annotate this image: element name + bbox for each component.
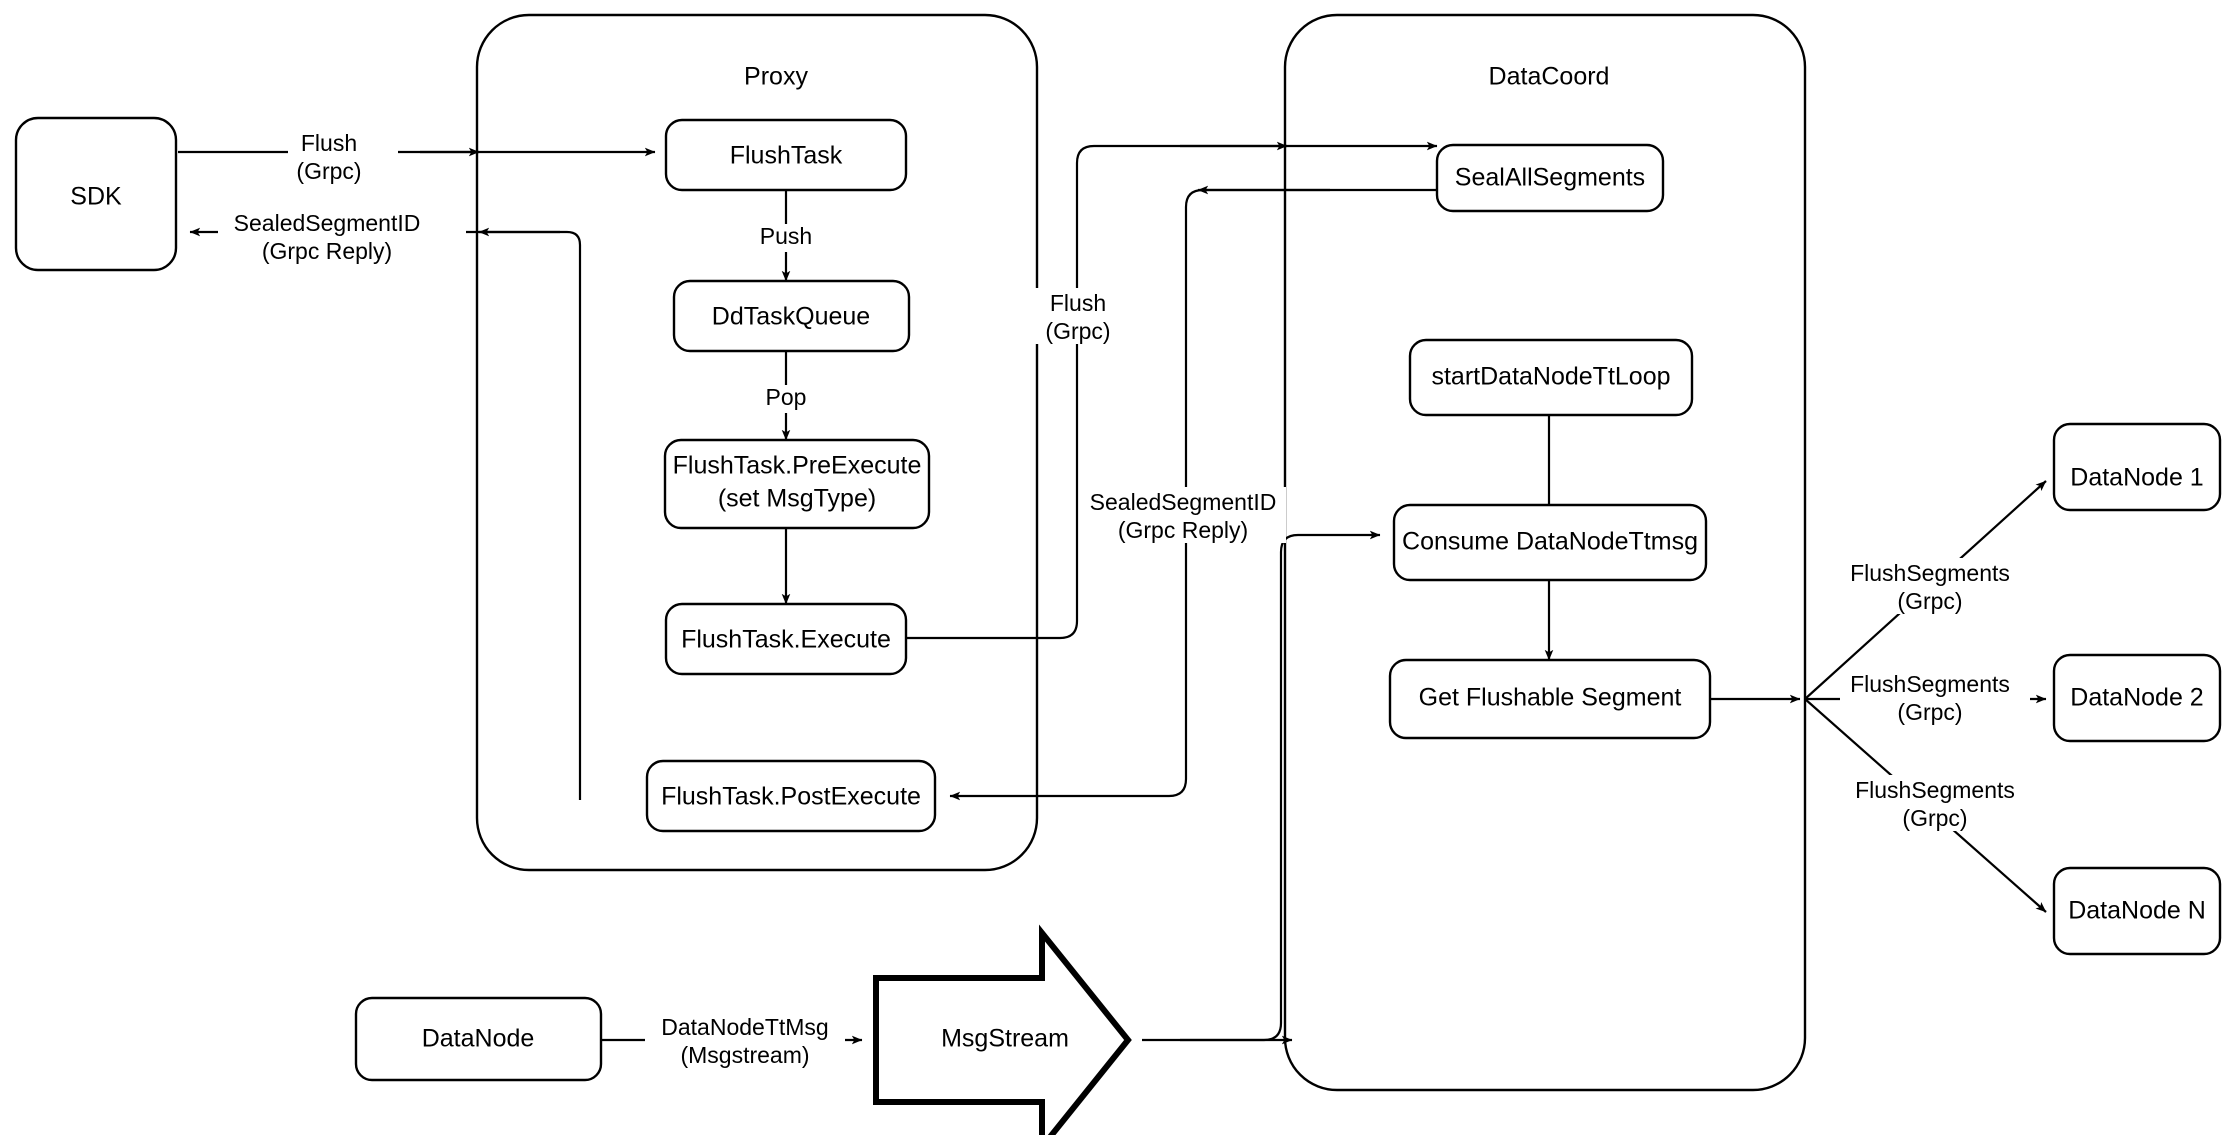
node-label-execute: FlushTask.Execute <box>681 626 891 654</box>
node-label-sealallsegments: SealAllSegments <box>1455 164 1645 192</box>
edge-label-datanodettmsg-line2: (Msgstream) <box>680 1042 809 1068</box>
node-label-sdk: SDK <box>70 183 122 211</box>
node-flushtask-preexecute[interactable] <box>663 438 931 530</box>
edge-label-flushsegments-1-line2: (Grpc) <box>1897 588 1962 614</box>
node-startdatanodettloop[interactable] <box>1408 338 1694 417</box>
node-flushtask[interactable] <box>664 118 908 192</box>
node-label-preexecute-line1: FlushTask.PreExecute <box>673 452 922 480</box>
node-consume-datanodettmsg[interactable] <box>1392 503 1708 582</box>
node-label-startdatanodettloop: startDataNodeTtLoop <box>1431 363 1670 391</box>
edge-label-bg-sealedsegmentid-right <box>1086 487 1286 543</box>
edge-label-flushsegments-n-line2: (Grpc) <box>1902 805 1967 831</box>
edge-label-proxy-to-sdk-line2: (Grpc Reply) <box>262 238 392 264</box>
edge-label-flushsegments-n-line1: FlushSegments <box>1855 777 2015 803</box>
edge-postexecute-to-sdk <box>189 227 582 800</box>
node-label-get-flushable-segment: Get Flushable Segment <box>1419 684 1682 712</box>
node-flushtask-execute[interactable] <box>664 602 908 676</box>
node-datanode-n[interactable] <box>2052 866 2222 956</box>
edge-label-sdk-to-proxy-line2: (Grpc) <box>296 158 361 184</box>
edge-label-bg-flush-grpc <box>288 128 398 184</box>
edge-execute-to-sealallsegments <box>906 141 1438 640</box>
node-sdk[interactable] <box>14 116 178 272</box>
edge-label-bg-flushsegments-2 <box>1840 669 2030 725</box>
edge-label-bg-pop <box>752 385 822 413</box>
edge-label-flushsegments-2-line1: FlushSegments <box>1850 671 2010 697</box>
edge-label-flushsegments-1-line1: FlushSegments <box>1850 560 2010 586</box>
node-label-ddtaskqueue: DdTaskQueue <box>712 303 870 331</box>
group-proxy-container <box>475 13 1039 872</box>
edge-label-datacoord-to-proxy-line1: SealedSegmentID <box>1090 489 1277 515</box>
edge-label-bg-flushsegments-n <box>1845 775 2035 831</box>
node-flushtask-postexecute[interactable] <box>645 759 937 833</box>
node-sealallsegments[interactable] <box>1435 143 1665 213</box>
edge-label-datacoord-to-proxy-line2: (Grpc Reply) <box>1118 517 1248 543</box>
edge-label-sdk-to-proxy-line1: Flush <box>301 130 357 156</box>
edge-label-bg-push <box>744 224 828 252</box>
edge-msgstream-to-consume <box>1142 530 1381 1042</box>
edge-label-bg-datanodettmsg <box>645 1012 845 1068</box>
node-msgstream[interactable] <box>873 924 1132 1135</box>
edge-label-push: Push <box>760 223 812 249</box>
node-label-preexecute-line2: (set MsgType) <box>718 485 876 513</box>
node-label-msgstream: MsgStream <box>941 1025 1069 1053</box>
node-label-datanode-1: DataNode 1 <box>2070 464 2203 492</box>
node-label-datanode-2: DataNode 2 <box>2070 684 2203 712</box>
node-get-flushable-segment[interactable] <box>1388 658 1712 740</box>
group-datacoord-container <box>1283 13 1807 1092</box>
edge-label-proxy-to-datacoord-line2: (Grpc) <box>1045 318 1110 344</box>
edge-label-bg-flush-grpc-2 <box>1022 288 1130 344</box>
node-ddtaskqueue[interactable] <box>672 279 911 353</box>
edge-label-flushsegments-2-line2: (Grpc) <box>1897 699 1962 725</box>
node-label-flushtask: FlushTask <box>730 142 843 170</box>
edge-label-proxy-to-datacoord-line1: Flush <box>1050 290 1106 316</box>
node-label-datanode-bottom: DataNode <box>422 1025 535 1053</box>
node-datanode-bottom[interactable] <box>354 996 603 1082</box>
edge-label-datanodettmsg-line1: DataNodeTtMsg <box>661 1014 828 1040</box>
node-datanode-2[interactable] <box>2052 653 2222 743</box>
edge-label-bg-flushsegments-1 <box>1840 558 2030 614</box>
node-label-postexecute: FlushTask.PostExecute <box>661 783 921 811</box>
node-datanode-1[interactable] <box>2052 422 2222 512</box>
group-label-proxy: Proxy <box>744 63 808 91</box>
group-label-datacoord: DataCoord <box>1489 63 1610 91</box>
node-label-datanode-n: DataNode N <box>2068 897 2206 925</box>
edge-label-bg-sealedsegmentid-left <box>218 208 466 264</box>
node-label-consume-datanodettmsg: Consume DataNodeTtmsg <box>1402 528 1698 556</box>
edge-label-pop: Pop <box>766 384 807 410</box>
edge-label-proxy-to-sdk-line1: SealedSegmentID <box>234 210 421 236</box>
